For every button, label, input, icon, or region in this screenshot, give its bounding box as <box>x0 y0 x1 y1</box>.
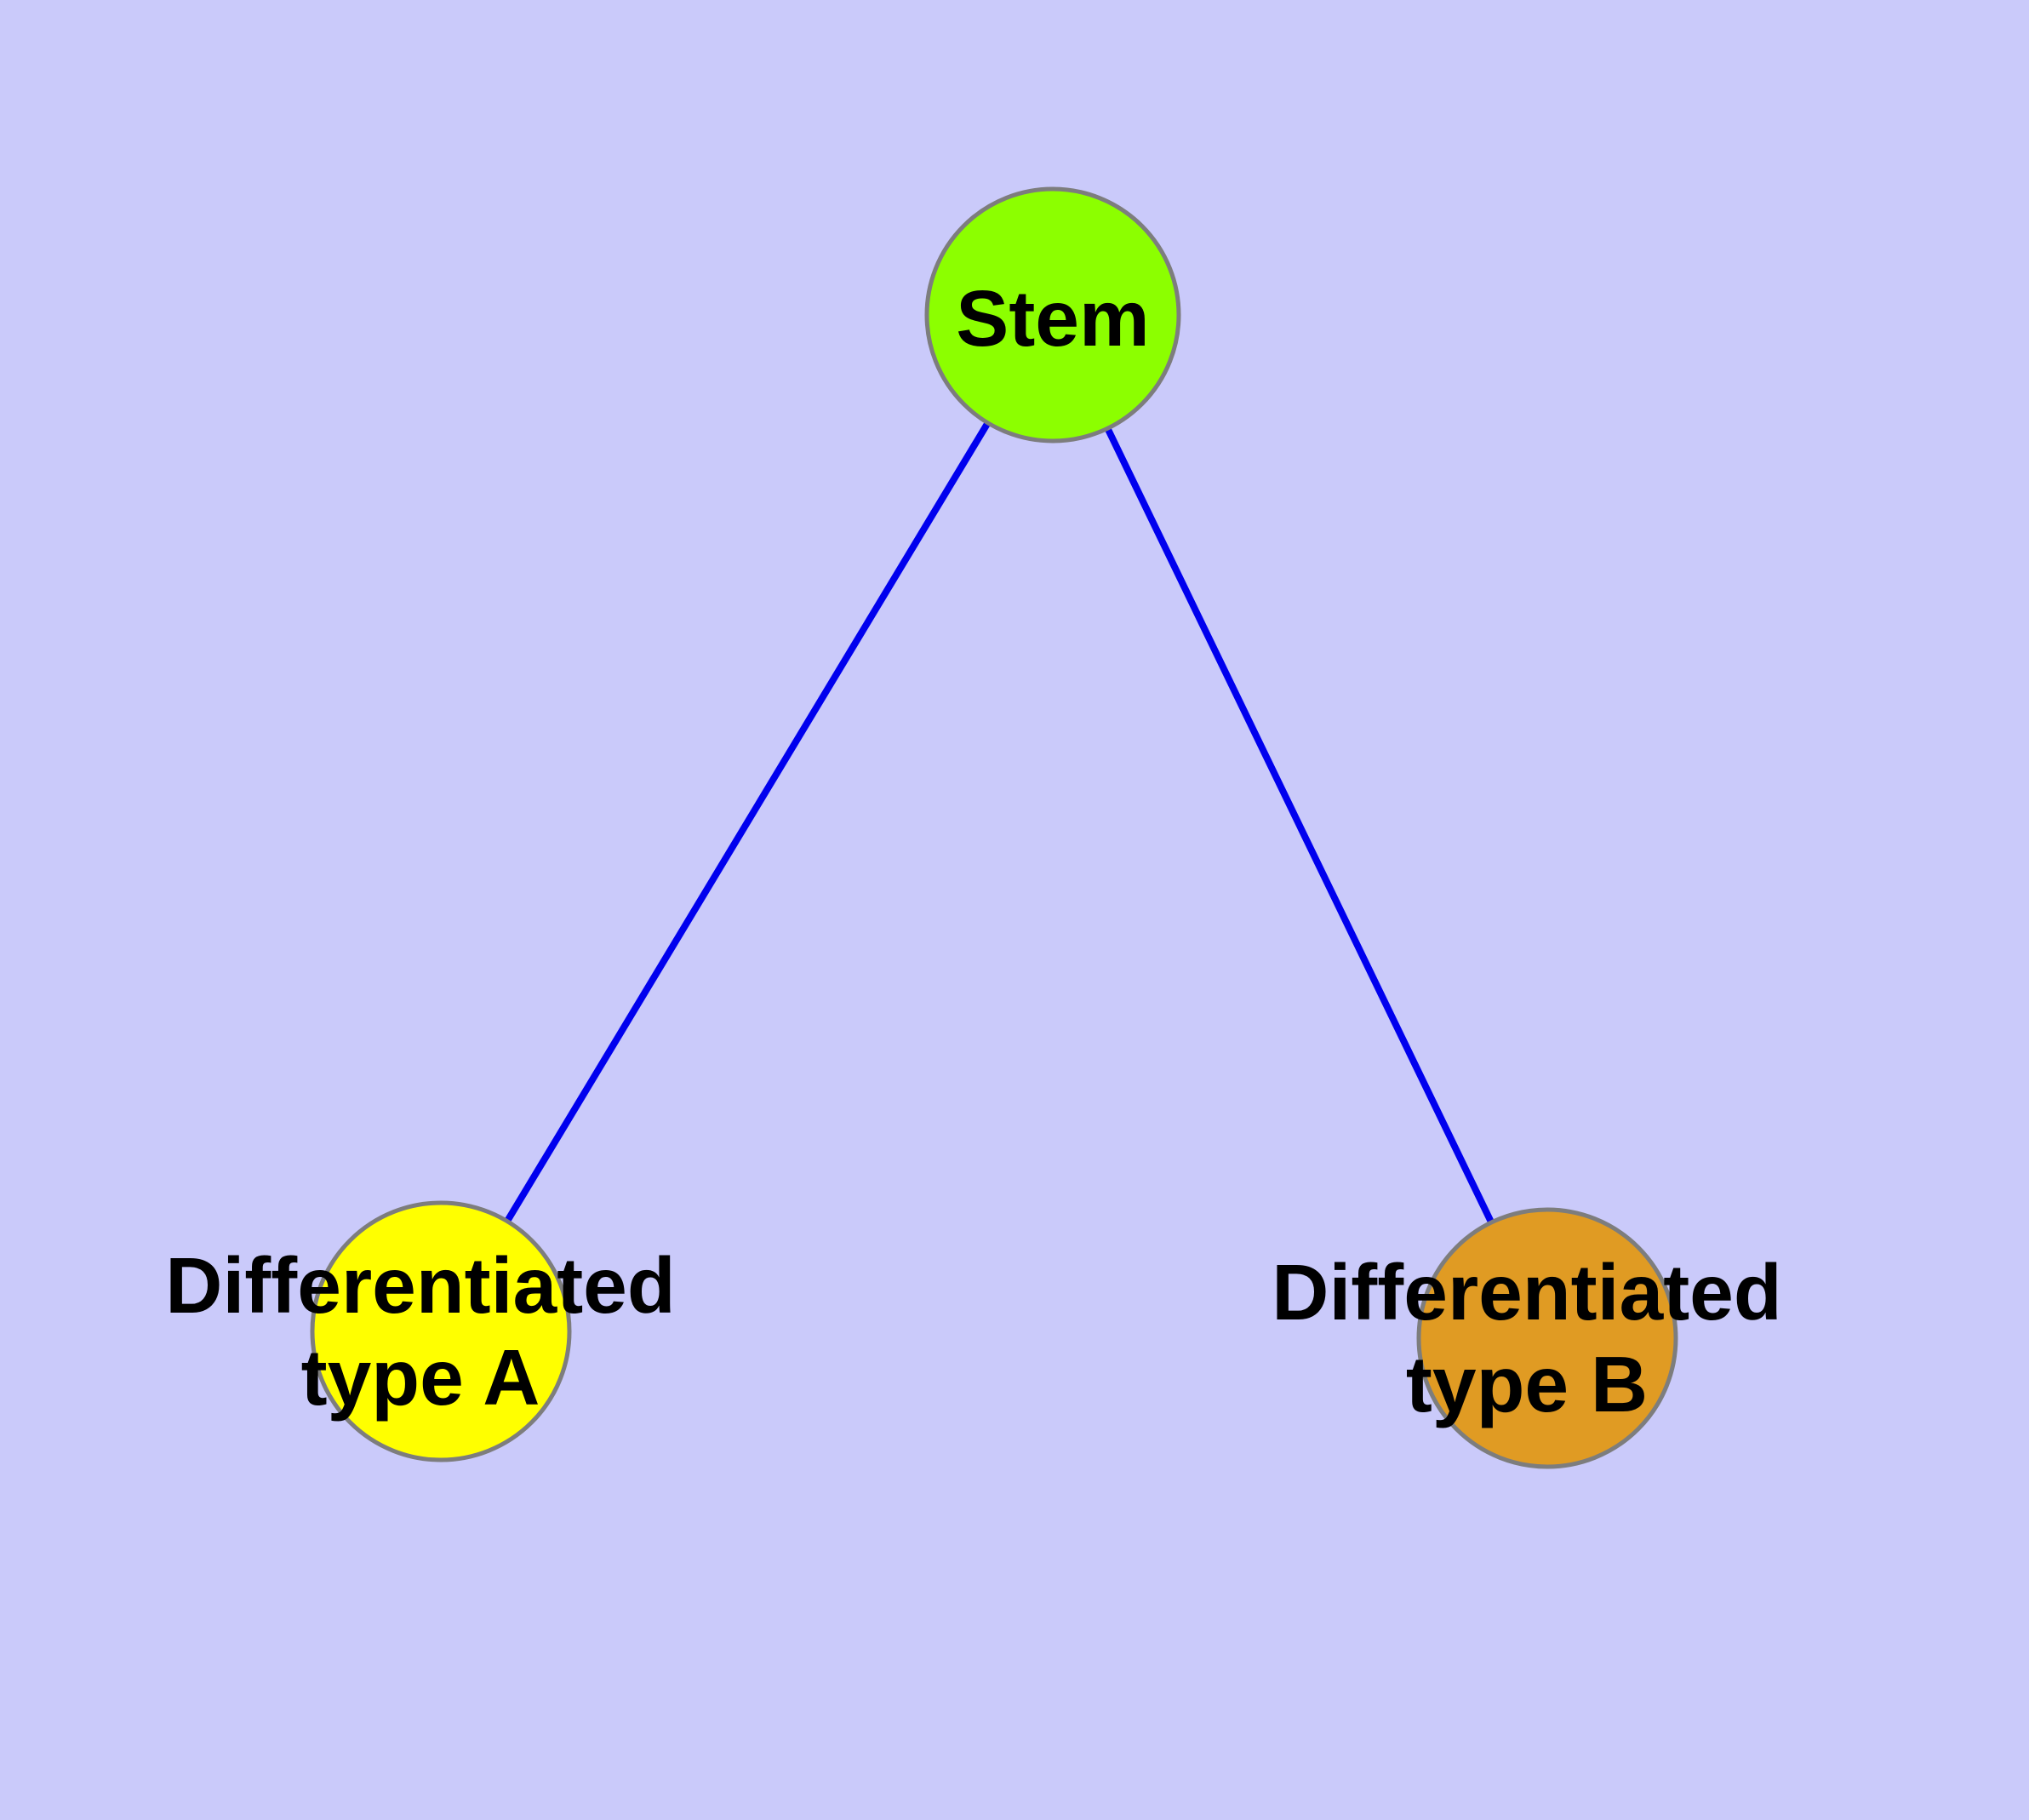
node-type-b-label-line-1: Differentiated <box>1272 1248 1782 1336</box>
node-type-b-label-line-2: type B <box>1405 1340 1649 1428</box>
node-stem-label: Stem <box>956 272 1149 364</box>
edge-stem-to-type-a <box>437 312 1056 1334</box>
edge-stem-to-type-b <box>1049 313 1551 1340</box>
node-type-a-label-line-1: Differentiated <box>165 1241 676 1330</box>
node-type-a-label-line-2: type A <box>300 1333 540 1422</box>
node-type-a-circle <box>310 1200 572 1462</box>
node-type-b-label: Differentiated type B <box>1272 1246 1781 1430</box>
node-type-a-label: Differentiated type A <box>165 1239 675 1423</box>
node-stem-label-line-1: Stem <box>956 274 1150 363</box>
node-stem-circle <box>924 186 1181 444</box>
node-type-b-circle <box>1416 1207 1678 1469</box>
